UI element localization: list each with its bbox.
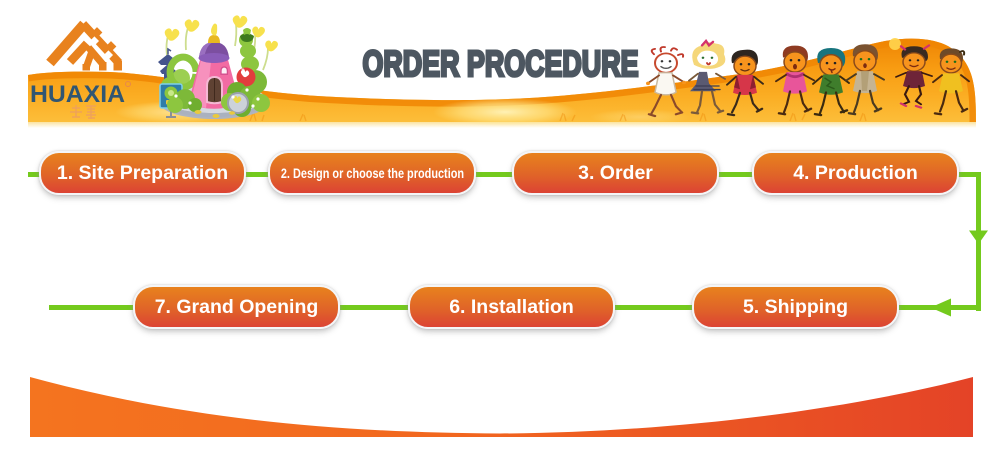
svg-text:ORDER PROCEDURE: ORDER PROCEDURE	[363, 43, 639, 82]
svg-text:HUAXIA: HUAXIA	[30, 81, 125, 108]
